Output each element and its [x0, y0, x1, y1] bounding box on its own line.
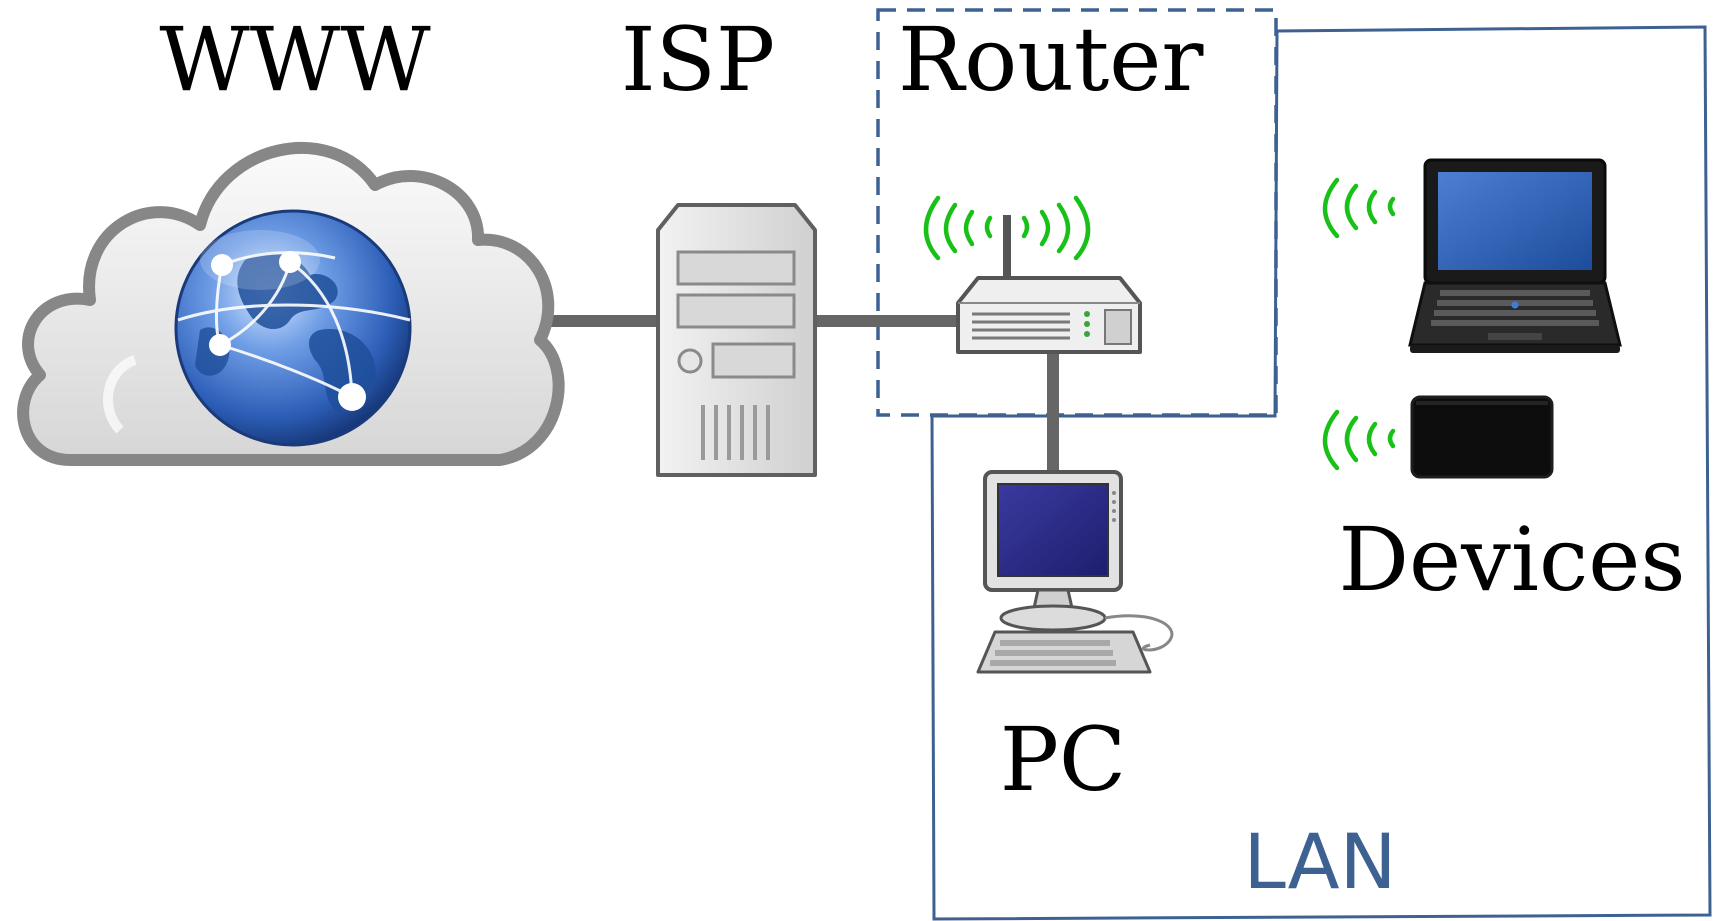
wifi-signal-icon	[923, 195, 1091, 261]
globe-icon	[174, 209, 412, 447]
devices-label: Devices	[1338, 508, 1685, 611]
www-label: WWW	[159, 8, 431, 111]
lan-label: LAN	[1244, 817, 1397, 906]
router-label: Router	[898, 8, 1204, 111]
isp-label: ISP	[621, 8, 775, 111]
router-boundary	[876, 8, 1278, 417]
pc-label: PC	[1000, 708, 1127, 811]
server-tower-icon	[656, 203, 817, 477]
desktop-computer-icon	[976, 470, 1174, 674]
laptop-icon	[1408, 158, 1622, 353]
tablet-icon	[1410, 395, 1554, 479]
lan-boundary	[930, 25, 1712, 921]
wifi-signal-icon	[1322, 177, 1396, 239]
wireless-router-icon	[956, 215, 1142, 354]
wifi-signal-icon	[1322, 409, 1396, 471]
